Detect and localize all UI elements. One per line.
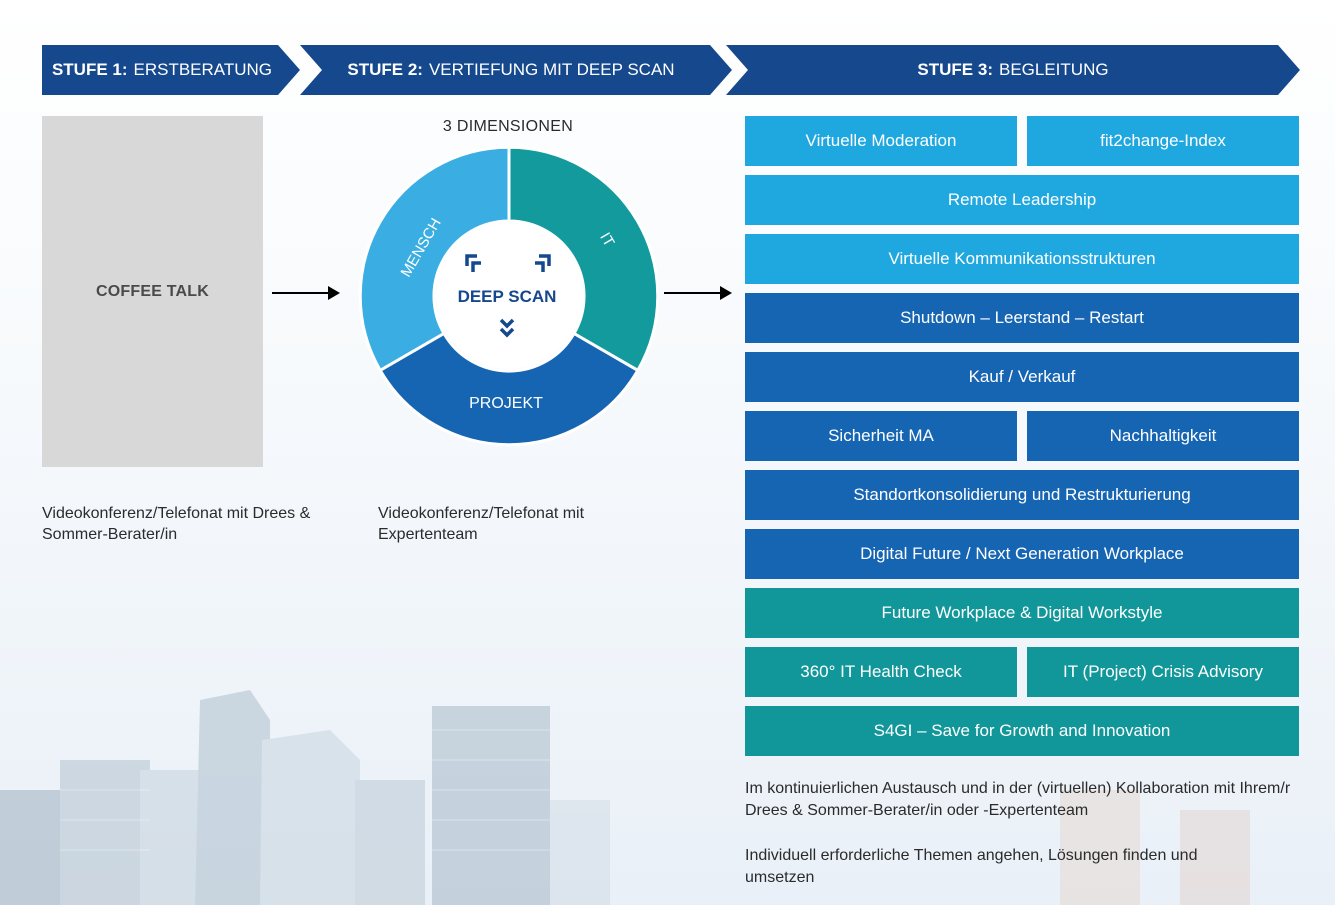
topics-row: Shutdown – Leerstand – Restart: [745, 293, 1299, 343]
stage-2-banner: STUFE 2: VERTIEFUNG MIT DEEP SCAN: [300, 45, 732, 95]
focus-corners-icon: [465, 254, 551, 272]
stage-3-title: BEGLEITUNG: [998, 60, 1109, 79]
segment-projekt: [378, 331, 640, 447]
topics-row: 360° IT Health Check IT (Project) Crisis…: [745, 647, 1299, 697]
topics-row: Remote Leadership: [745, 175, 1299, 225]
topic-fit2change-index: fit2change-Index: [1027, 116, 1299, 166]
topic-remote-leadership: Remote Leadership: [745, 175, 1299, 225]
topic-future-workplace: Future Workplace & Digital Workstyle: [745, 588, 1299, 638]
topics-row: Kauf / Verkauf: [745, 352, 1299, 402]
double-chevron-down-icon: [499, 318, 515, 338]
topic-standortkonsolidierung: Standortkonsolidierung und Restrukturier…: [745, 470, 1299, 520]
segment-it: [507, 145, 660, 373]
stage-3-banner: STUFE 3: BEGLEITUNG: [726, 45, 1300, 95]
coffee-talk-box: COFFEE TALK: [42, 116, 263, 467]
stage-1-banner: STUFE 1: ERSTBERATUNG: [42, 45, 300, 95]
segment-mensch: [358, 145, 511, 373]
topics-row: Virtuelle Moderation fit2change-Index: [745, 116, 1299, 166]
stage-2-description: Videokonferenz/Telefonat mit Expertentea…: [378, 505, 585, 543]
topics-row: Sicherheit MA Nachhaltigkeit: [745, 411, 1299, 461]
topics-row: Virtuelle Kommunikationsstrukturen: [745, 234, 1299, 284]
stage-3-label: STUFE 3:: [917, 60, 993, 79]
topic-digital-future: Digital Future / Next Generation Workpla…: [745, 529, 1299, 579]
stage-3-footer-collaboration: Im kontinuierlichen Austausch und in der…: [745, 780, 1291, 819]
dimensions-title: 3 DIMENSIONEN: [442, 118, 574, 135]
topic-virtuelle-moderation: Virtuelle Moderation: [745, 116, 1017, 166]
coffee-talk-label: COFFEE TALK: [95, 282, 209, 300]
topics-grid: Virtuelle Moderation fit2change-Index Re…: [745, 116, 1299, 765]
topic-nachhaltigkeit: Nachhaltigkeit: [1027, 411, 1299, 461]
topic-360-it-health-check: 360° IT Health Check: [745, 647, 1017, 697]
deep-scan-label: DEEP SCAN: [458, 287, 557, 306]
topic-kauf-verkauf: Kauf / Verkauf: [745, 352, 1299, 402]
topic-it-crisis-advisory: IT (Project) Crisis Advisory: [1027, 647, 1299, 697]
topics-row: Standortkonsolidierung und Restrukturier…: [745, 470, 1299, 520]
topics-row: Digital Future / Next Generation Workpla…: [745, 529, 1299, 579]
stage-3-footer-topics: Individuell erforderliche Themen angehen…: [745, 847, 1198, 886]
topic-sicherheit-ma: Sicherheit MA: [745, 411, 1017, 461]
stage-1-label: STUFE 1:: [51, 60, 128, 79]
topics-row: Future Workplace & Digital Workstyle: [745, 588, 1299, 638]
stage-1-description: Videokonferenz/Telefonat mit Drees & Som…: [42, 505, 311, 543]
stage-1-title: ERSTBERATUNG: [133, 60, 273, 79]
arrow-right-icon: [272, 286, 340, 300]
topic-virtuelle-kommunikationsstrukturen: Virtuelle Kommunikationsstrukturen: [745, 234, 1299, 284]
stage-2-label: STUFE 2:: [347, 60, 423, 79]
topic-s4gi: S4GI – Save for Growth and Innovation: [745, 706, 1299, 756]
segment-projekt-label: PROJEKT: [469, 395, 543, 412]
arrow-right-icon: [664, 286, 732, 300]
topics-row: S4GI – Save for Growth and Innovation: [745, 706, 1299, 756]
deep-scan-wheel: MENSCH IT PROJEKT DEEP SCAN: [358, 145, 660, 447]
topic-shutdown-leerstand-restart: Shutdown – Leerstand – Restart: [745, 293, 1299, 343]
stage-2-title: VERTIEFUNG MIT DEEP SCAN: [428, 60, 675, 79]
